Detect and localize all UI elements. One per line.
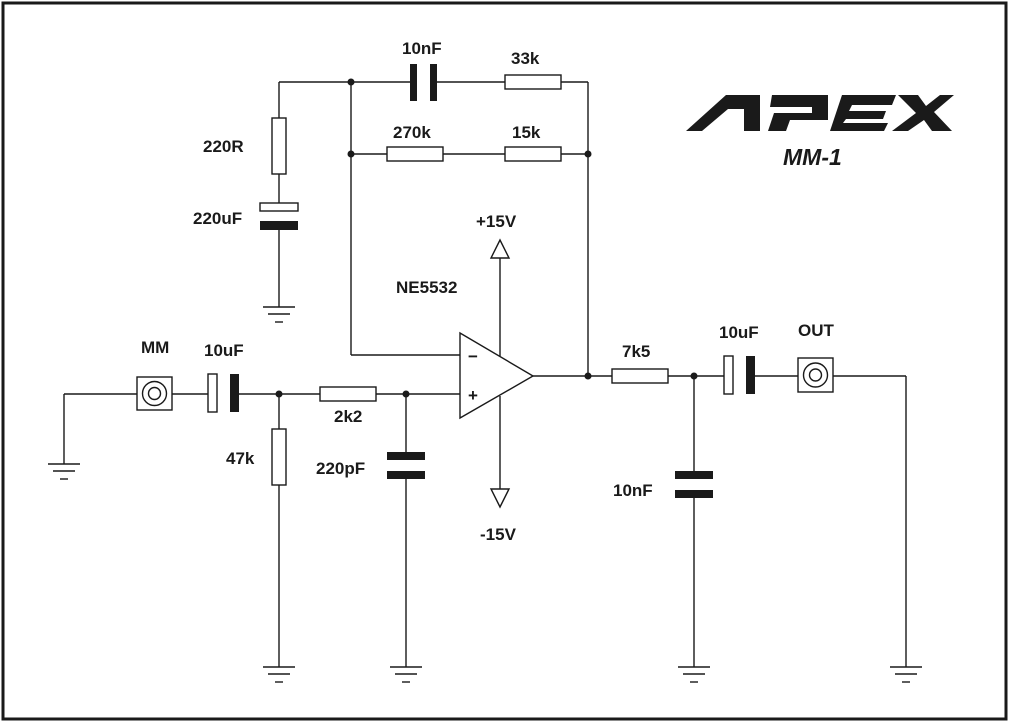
opamp-noninverting-sign: + [468, 386, 478, 405]
label-supply-pos: +15V [476, 212, 517, 231]
label-res-220R: 220R [203, 137, 244, 156]
label-mm-jack: MM [141, 338, 169, 357]
resistor-33k [504, 74, 562, 90]
cap-220pF-plate-a [387, 452, 425, 460]
cap-10nF-out-plate-b [675, 490, 713, 498]
output-cap-neg-plate [746, 356, 755, 394]
opamp-symbol [459, 238, 592, 509]
label-opamp: NE5532 [396, 278, 457, 297]
label-cap-220pF: 220pF [316, 459, 365, 478]
label-supply-neg: -15V [480, 525, 517, 544]
label-input-cap: 10uF [204, 341, 244, 360]
supply-neg-arrow [489, 488, 511, 509]
label-output-cap: 10uF [719, 323, 759, 342]
label-feedback-cap: 10nF [402, 39, 442, 58]
feedback-cap-plate-a [410, 64, 417, 101]
resistor-270k [386, 146, 444, 162]
label-res-15k: 15k [512, 123, 541, 142]
input-cap-pos-plate [207, 373, 218, 413]
supply-pos-arrow [489, 238, 511, 259]
shunt-branch [259, 82, 299, 323]
cap-220pF-plate-b [387, 471, 425, 479]
cap-220uF-neg-plate [260, 221, 298, 230]
label-res-270k: 270k [393, 123, 431, 142]
label-res-7k5: 7k5 [622, 342, 650, 361]
input-cap-neg-plate [230, 374, 239, 412]
cap-10nF-out-plate-a [675, 471, 713, 479]
opamp-inverting-sign: − [468, 347, 478, 366]
label-cap-10nF-out: 10nF [613, 481, 653, 500]
label-res-47k: 47k [226, 449, 255, 468]
model-name: MM-1 [783, 144, 842, 170]
resistor-7k5 [611, 368, 669, 384]
resistor-220R [271, 117, 287, 175]
label-cap-220uF: 220uF [193, 209, 242, 228]
output-cap-pos-plate [723, 355, 734, 395]
resistor-47k [271, 428, 287, 486]
feedback-network [279, 64, 592, 376]
resistor-15k [504, 146, 562, 162]
resistor-2k2 [319, 386, 377, 402]
label-res-2k2: 2k2 [334, 407, 362, 426]
feedback-cap-plate-b [430, 64, 437, 101]
output-stage [588, 355, 922, 683]
label-res-33k: 33k [511, 49, 540, 68]
input-stage [48, 373, 460, 683]
cap-220uF-pos-plate [259, 202, 299, 212]
apex-logo [686, 95, 954, 131]
label-out-jack: OUT [798, 321, 835, 340]
